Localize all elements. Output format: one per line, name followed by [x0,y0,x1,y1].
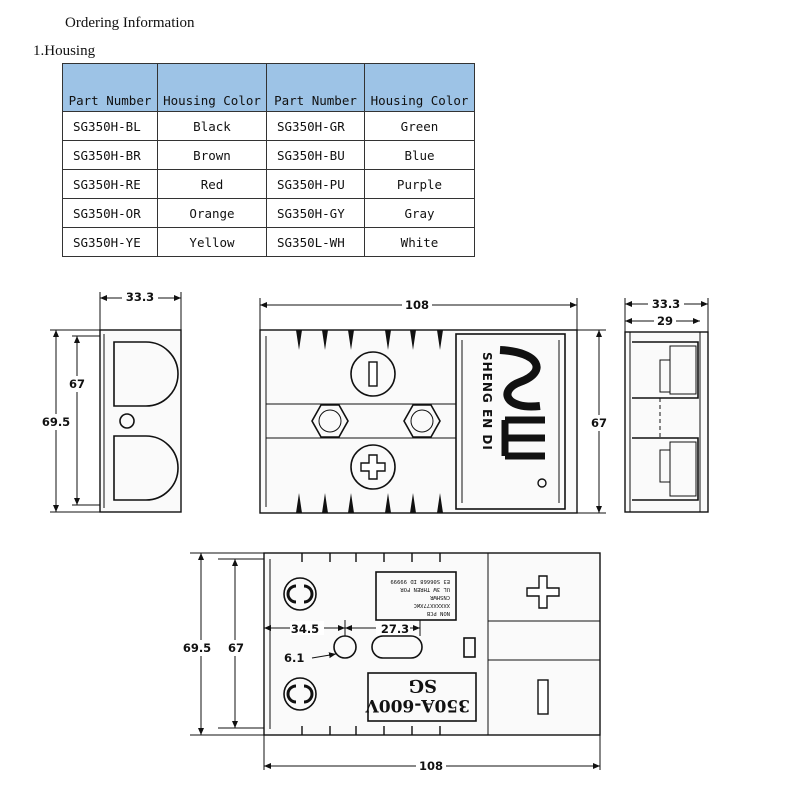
section-heading: 1.Housing [33,43,96,59]
bottom-outer-height-label: 69.5 [183,641,211,655]
part-number-cell: SG350H-BL [62,111,158,141]
col-header-part-number: Part Number [266,63,365,112]
part-number-cell: SG350H-GY [266,198,365,228]
color-cell: White [364,227,475,257]
part-number-cell: SG350H-YE [62,227,158,257]
rating-label-box [367,672,477,722]
offset-1-label: 34.5 [291,622,319,636]
part-number-cell: SG350H-GR [266,111,365,141]
color-cell: Brown [157,140,267,170]
hex-nut-icon [311,404,349,438]
plus-symbol-icon [526,575,560,609]
part-number-cell: SG350H-OR [62,198,158,228]
hex-nut-icon [403,404,441,438]
table-row: SG350H-RE Red SG350H-PU Purple [62,169,475,199]
end-outer-width-label: 33.3 [652,297,680,311]
color-cell: Blue [364,140,475,170]
cert-mark-icon [283,577,317,611]
part-number-cell: SG350H-RE [62,169,158,199]
col-header-housing-color: Housing Color [364,63,475,112]
part-number-cell: SG350H-BU [266,140,365,170]
color-cell: Green [364,111,475,141]
label-line: CNSHWR [429,594,450,600]
bottom-view-drawing: 69.5 67 E3 S06668 ID 99999 UL 3W THREN F… [181,552,601,773]
color-cell: Purple [364,169,475,199]
rating-line-2: 350A-600V [365,695,470,715]
offset-2-label: 27.3 [381,622,409,636]
minus-screw-icon [350,351,396,397]
color-cell: Black [157,111,267,141]
table-row: SG350H-BL Black SG350H-GR Green [62,111,475,141]
table-header-row: Part Number Housing Color Part Number Ho… [62,63,475,112]
hole-diameter-label: 6.1 [284,651,304,665]
color-cell: Gray [364,198,475,228]
color-cell: Red [157,169,267,199]
side-inner-height-label: 67 [69,377,85,391]
bottom-length-label: 108 [419,759,443,773]
cert-mark-icon [283,677,317,711]
side-view-drawing: 33.3 69.5 67 [40,289,182,513]
minus-symbol-icon [537,679,549,715]
top-view-drawing: 108 67 [259,297,610,514]
end-view-drawing: 33.3 29 [624,296,709,513]
color-cell: Orange [157,198,267,228]
rating-line-1: SG [409,675,437,696]
col-header-part-number: Part Number [62,63,158,112]
side-outer-height-label: 69.5 [42,415,70,429]
plus-screw-icon [350,444,396,490]
housing-table: Part Number Housing Color Part Number Ho… [62,63,475,257]
part-number-cell: SG350H-BR [62,140,158,170]
small-slot [463,637,476,658]
top-length-label: 108 [405,298,429,312]
technical-drawings: 33.3 69.5 67 108 67 [40,289,709,773]
page-title: Ordering Information [65,15,195,31]
brand-logo-icon [499,346,547,488]
col-header-housing-color: Housing Color [157,63,267,112]
label-line: XXXXXX77XWC [414,602,450,608]
label-line: UL 3W THREN FOR [400,586,450,592]
top-height-label: 67 [591,416,607,430]
mounting-slot [371,635,423,659]
label-line: E3 S06668 ID 99999 [390,578,450,584]
part-number-cell: SG350H-PU [266,169,365,199]
table-row: SG350H-YE Yellow SG350L-WH White [62,227,475,257]
brand-text: SHENG EN DI [480,352,494,451]
color-cell: Yellow [157,227,267,257]
table-row: SG350H-OR Orange SG350H-GY Gray [62,198,475,228]
part-number-cell: SG350L-WH [266,227,365,257]
label-line: NON PCB [426,610,450,616]
end-inner-width-label: 29 [657,314,673,328]
table-row: SG350H-BR Brown SG350H-BU Blue [62,140,475,170]
bottom-inner-height-label: 67 [228,641,244,655]
spec-label-box: E3 S06668 ID 99999 UL 3W THREN FOR CNSHW… [375,571,457,621]
side-width-label: 33.3 [126,290,154,304]
